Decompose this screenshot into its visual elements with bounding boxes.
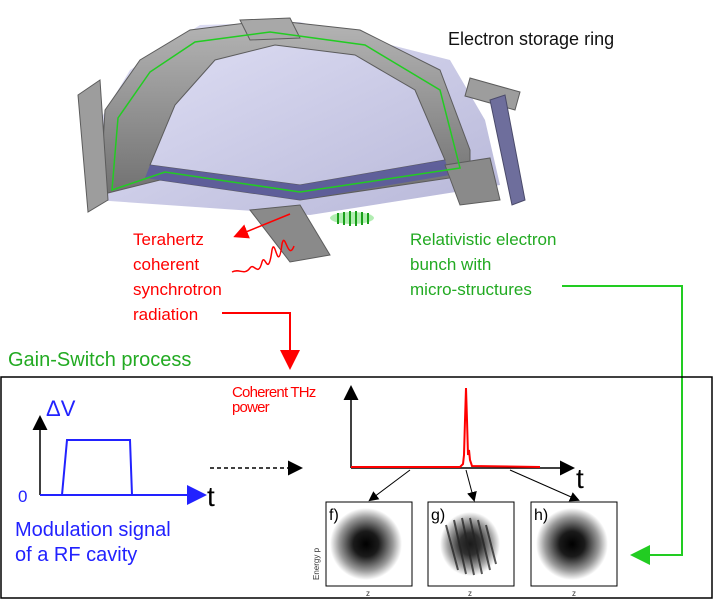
ring-title: Electron storage ring [448, 29, 614, 49]
beamline-top-left [239, 17, 301, 41]
modulation-zero-label: 0 [18, 487, 27, 506]
thz-radiation-label: Terahertz coherent synchrotron radiation [133, 230, 222, 324]
phase-panel-f-label: f) [329, 507, 339, 524]
phase-panel-f: f) z [325, 501, 413, 598]
thz-label-line3: synchrotron [133, 280, 222, 299]
bunch-to-panels-arrow [562, 285, 683, 565]
thz-label-line2: coherent [133, 255, 199, 274]
modulation-y-label: ΔV [46, 396, 76, 421]
electron-orbit [111, 31, 461, 193]
phase-panel-g-label: g) [431, 507, 445, 524]
arrow-to-panel-f [368, 469, 411, 502]
arrow-to-panel-g [465, 469, 477, 502]
micro-structure-stripes [445, 517, 497, 576]
gain-switch-box [0, 376, 713, 599]
beamline-bottom-right [444, 157, 501, 206]
modulation-plot: ΔV 0 t Modulation signal of a RF cavity [15, 396, 215, 566]
phase-panel-g: g) z [427, 501, 515, 598]
bunch-label-line2: bunch with [410, 255, 491, 274]
thz-wave [231, 239, 295, 273]
phase-panel-f-z: z [366, 589, 370, 598]
electron-bunch [330, 211, 374, 226]
arrow-to-panel-h [509, 469, 580, 502]
phase-panel-g-z: z [468, 589, 472, 598]
beamline-right [489, 94, 526, 206]
beamline-left [77, 79, 109, 213]
beamline-bottom [249, 204, 331, 263]
thz-emission-arrow [233, 213, 291, 239]
modulation-caption-line2: of a RF cavity [15, 544, 137, 566]
thz-label-line4: radiation [133, 305, 198, 324]
storage-ring [77, 17, 526, 273]
phase-panel-h: h) z [530, 501, 618, 598]
bunch-label-line3: micro-structures [410, 280, 532, 299]
bunch-label-line1: Relativistic electron [410, 230, 556, 249]
thz-power-label-line2: power [232, 399, 270, 416]
thz-to-power-arrow [222, 312, 300, 370]
thz-power-plot: Coherent THz power t [232, 384, 584, 502]
bunch-label: Relativistic electron bunch with micro-s… [410, 230, 556, 299]
thz-label-line1: Terahertz [133, 230, 204, 249]
modulation-x-label: t [207, 481, 215, 512]
modulation-pulse [40, 439, 200, 496]
phase-panel-h-z: z [572, 589, 576, 598]
modulation-caption-line1: Modulation signal [15, 519, 171, 541]
thz-power-label-line1: Coherent THz [232, 384, 316, 401]
thz-power-curve [351, 387, 541, 468]
phase-panel-h-label: h) [534, 507, 548, 524]
gain-switch-title: Gain-Switch process [8, 349, 191, 371]
phase-space-y-label: Energy p [312, 547, 321, 580]
thz-power-x-label: t [576, 463, 584, 494]
